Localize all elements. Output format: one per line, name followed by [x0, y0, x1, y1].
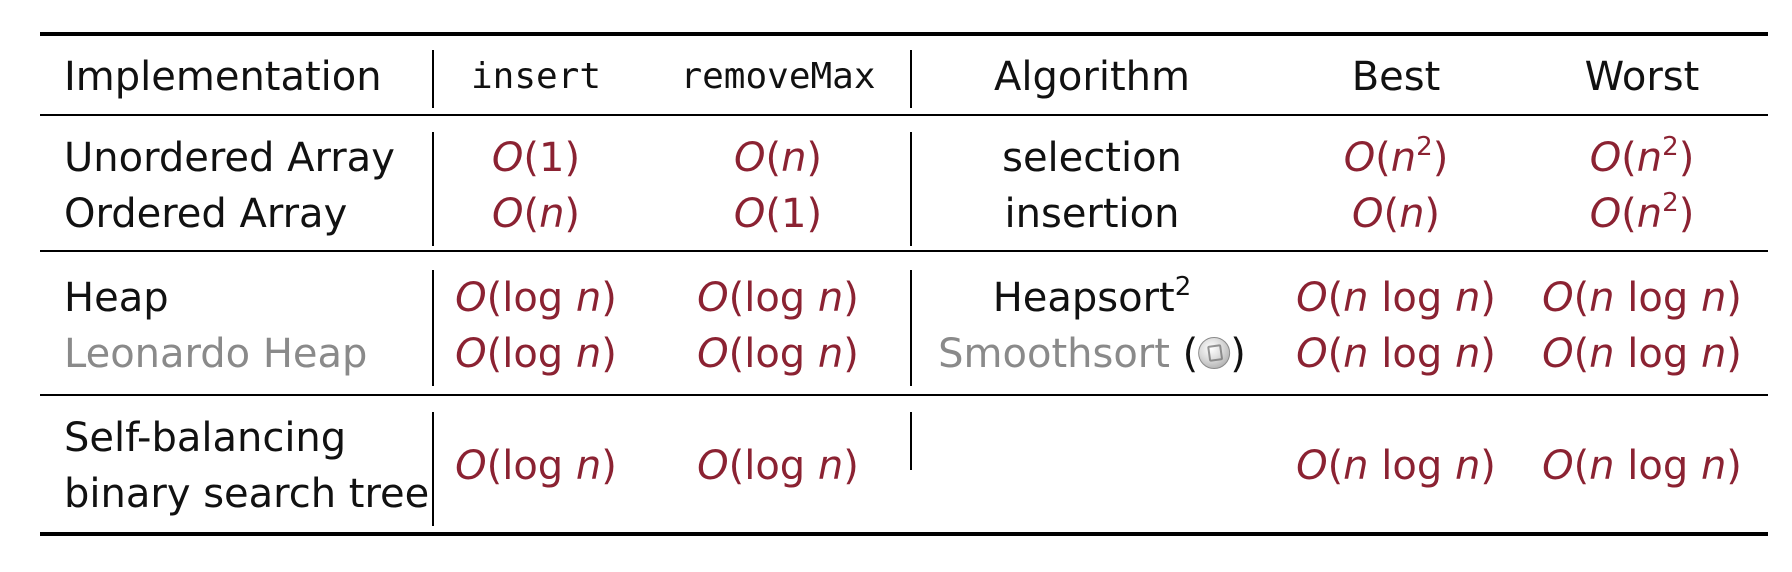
wikipedia-globe-icon[interactable]: [1198, 337, 1231, 369]
separator: [432, 132, 434, 246]
row-implementation: Unordered Array: [64, 135, 395, 181]
removemax-complexity: O(log n): [697, 331, 859, 377]
row-implementation-line2: binary search tree: [64, 471, 430, 517]
row-algorithm: selection: [1002, 135, 1182, 181]
removemax-complexity: O(1): [733, 191, 823, 237]
insert-complexity: O(n): [491, 191, 581, 237]
separator: [432, 270, 434, 386]
algorithm-name: Smoothsort: [938, 331, 1170, 377]
header-best: Best: [1351, 54, 1441, 100]
top-rule: [40, 32, 1768, 36]
separator: [432, 50, 434, 108]
best-complexity: O(n2): [1343, 132, 1449, 181]
insert-complexity: O(log n): [455, 443, 617, 489]
row-implementation: Leonardo Heap: [64, 331, 368, 377]
separator: [910, 412, 912, 470]
row-implementation: Heap: [64, 275, 169, 321]
header-algorithm: Algorithm: [994, 54, 1190, 100]
row-implementation: Self-balancing: [64, 415, 347, 461]
row-algorithm: Smoothsort (): [938, 331, 1246, 377]
best-complexity: O(n log n): [1296, 275, 1496, 321]
separator: [910, 132, 912, 246]
removemax-complexity: O(log n): [697, 443, 859, 489]
insert-complexity: O(log n): [455, 331, 617, 377]
header-insert: insert: [470, 56, 602, 97]
group-rule-2: [40, 394, 1768, 396]
separator: [910, 270, 912, 386]
separator: [910, 50, 912, 108]
header-removemax: removeMax: [680, 56, 876, 97]
bottom-rule: [40, 532, 1768, 536]
worst-complexity: O(n2): [1589, 188, 1695, 237]
worst-complexity: O(n log n): [1542, 331, 1742, 377]
removemax-complexity: O(log n): [697, 275, 859, 321]
header-implementation: Implementation: [64, 54, 382, 100]
worst-complexity: O(n log n): [1542, 443, 1742, 489]
best-complexity: O(n log n): [1296, 443, 1496, 489]
algorithm-name: Heapsort: [992, 275, 1175, 321]
row-algorithm: insertion: [1004, 191, 1180, 237]
row-algorithm: Heapsort2: [993, 274, 1192, 322]
best-complexity: O(n): [1351, 191, 1441, 237]
worst-complexity: O(n log n): [1542, 275, 1742, 321]
header-worst: Worst: [1584, 54, 1700, 100]
group-rule-1: [40, 250, 1768, 252]
footnote-marker[interactable]: 2: [1174, 272, 1192, 302]
insert-complexity: O(log n): [455, 275, 617, 321]
removemax-complexity: O(n): [733, 135, 823, 181]
worst-complexity: O(n2): [1589, 132, 1695, 181]
header-rule: [40, 114, 1768, 116]
row-implementation: Ordered Array: [64, 191, 348, 237]
insert-complexity: O(1): [491, 135, 581, 181]
separator: [432, 412, 434, 526]
best-complexity: O(n log n): [1296, 331, 1496, 377]
